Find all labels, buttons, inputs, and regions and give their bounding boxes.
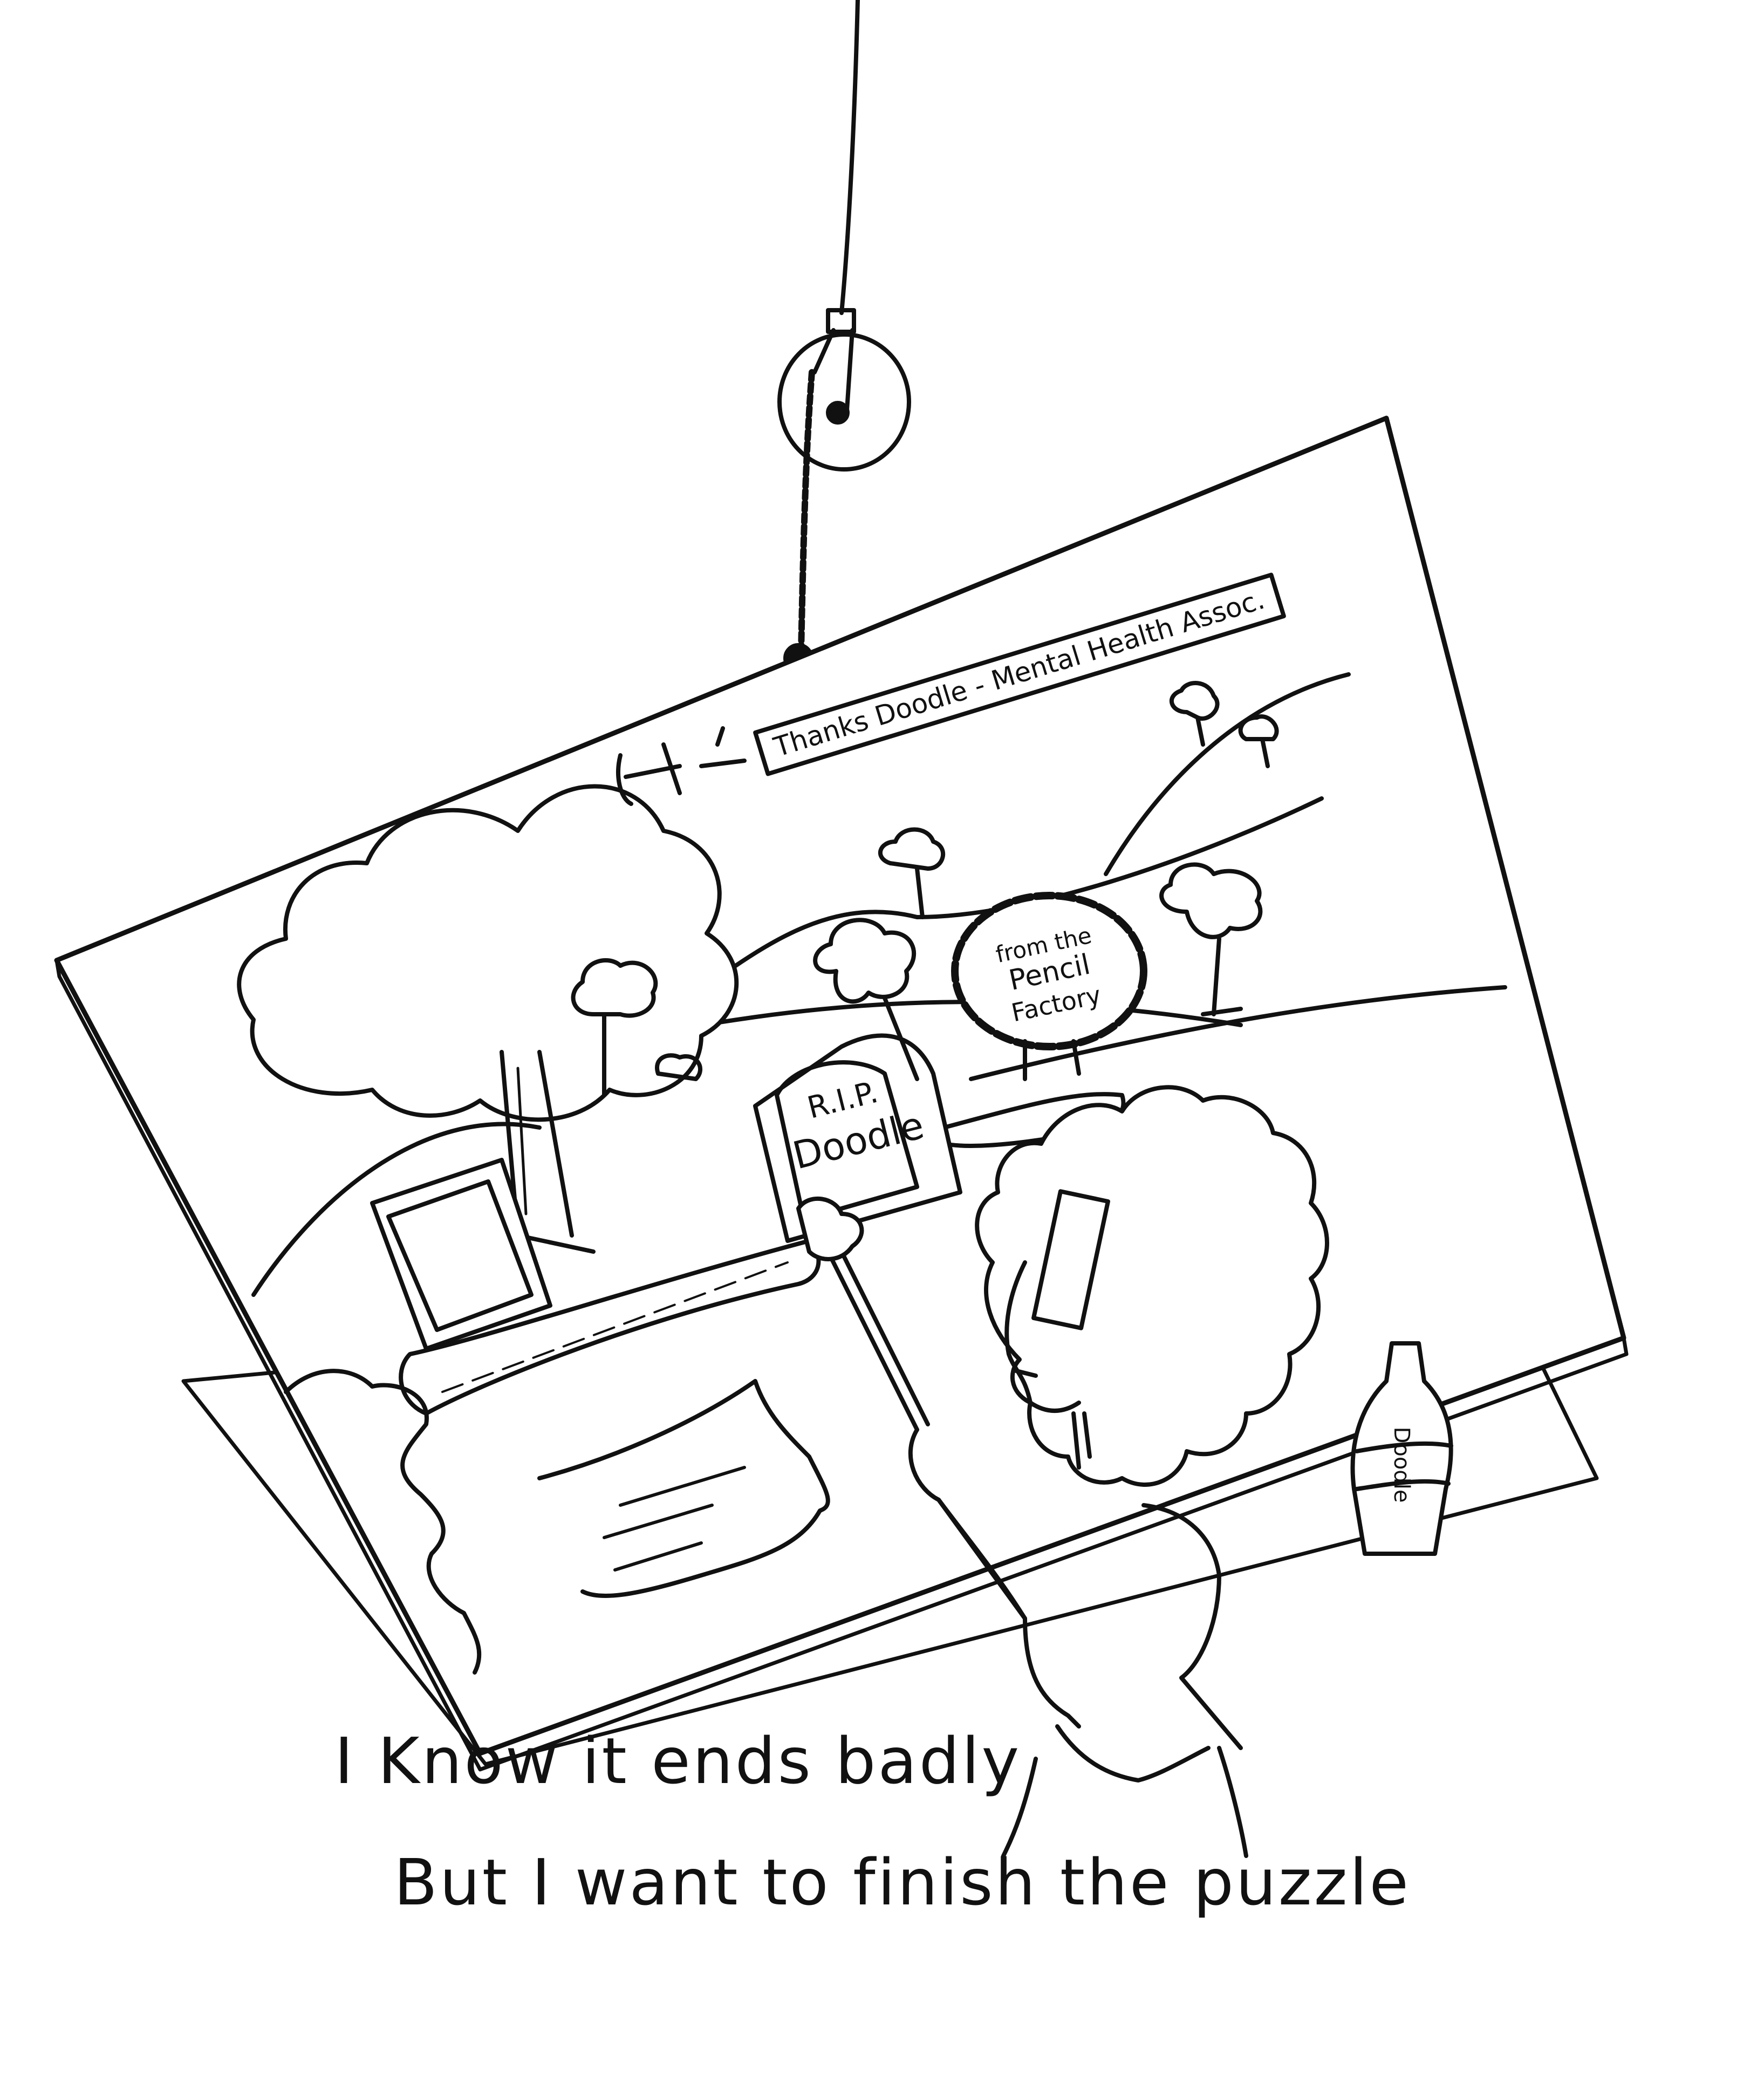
- hills: [251, 672, 1507, 1297]
- person-face: [1004, 1189, 1110, 1470]
- person-arm: [796, 1197, 1027, 1621]
- picture-frame: [370, 1158, 552, 1351]
- bottle-label-text: Doodle: [1389, 1427, 1414, 1503]
- hanging-chain: [783, 369, 815, 673]
- tombstone: [753, 1033, 962, 1243]
- hanging-wire: [839, 0, 860, 315]
- bottle-label: Doodle: [1389, 1427, 1414, 1503]
- pulley-wheel: [777, 308, 911, 472]
- banner-hook: [616, 726, 747, 806]
- person-body: [936, 1498, 1248, 1858]
- soda-bottle: [1350, 1341, 1453, 1556]
- small-trees: [571, 681, 1279, 1097]
- caption-line-2: But I want to finish the puzzle: [394, 1845, 1411, 1920]
- cloud-large: [237, 784, 739, 1122]
- person-hair: [975, 1085, 1329, 1487]
- cloud-lower: [284, 1369, 830, 1675]
- caption-line-1: I Know it ends badly: [334, 1724, 1022, 1798]
- billboard: [951, 892, 1147, 1081]
